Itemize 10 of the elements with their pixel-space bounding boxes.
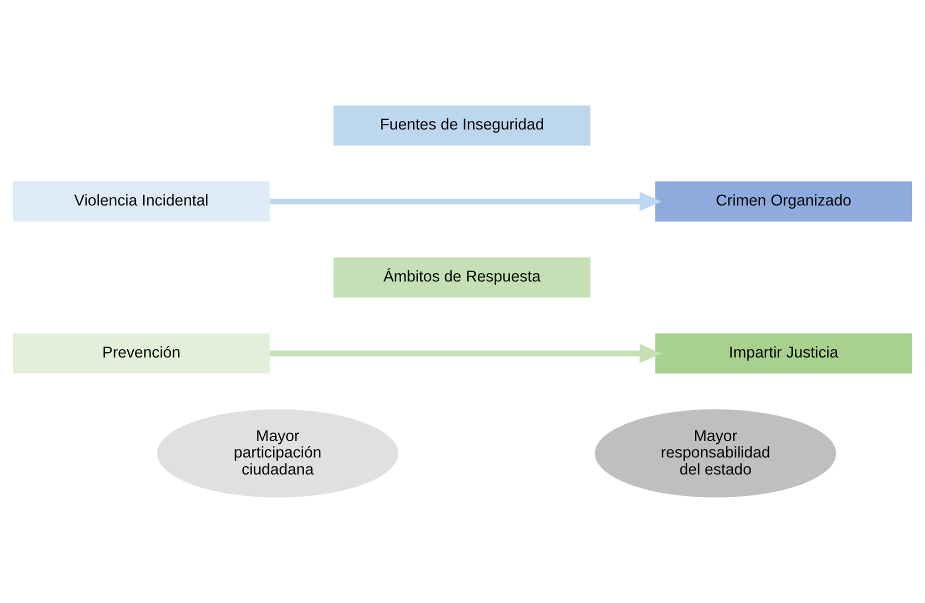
node-box: Ámbitos de Respuesta xyxy=(333,257,590,298)
node-box: Impartir Justicia xyxy=(655,333,912,374)
node-ellipse: Mayor participación ciudadana xyxy=(157,409,398,498)
arrow xyxy=(270,344,662,364)
node-box: Violencia Incidental xyxy=(12,181,270,222)
arrow xyxy=(270,192,662,212)
node-box: Crimen Organizado xyxy=(655,181,912,222)
node-ellipse: Mayor responsabilidad del estado xyxy=(594,409,836,498)
node-box: Prevención xyxy=(12,333,270,374)
node-box: Fuentes de Inseguridad xyxy=(333,105,590,146)
